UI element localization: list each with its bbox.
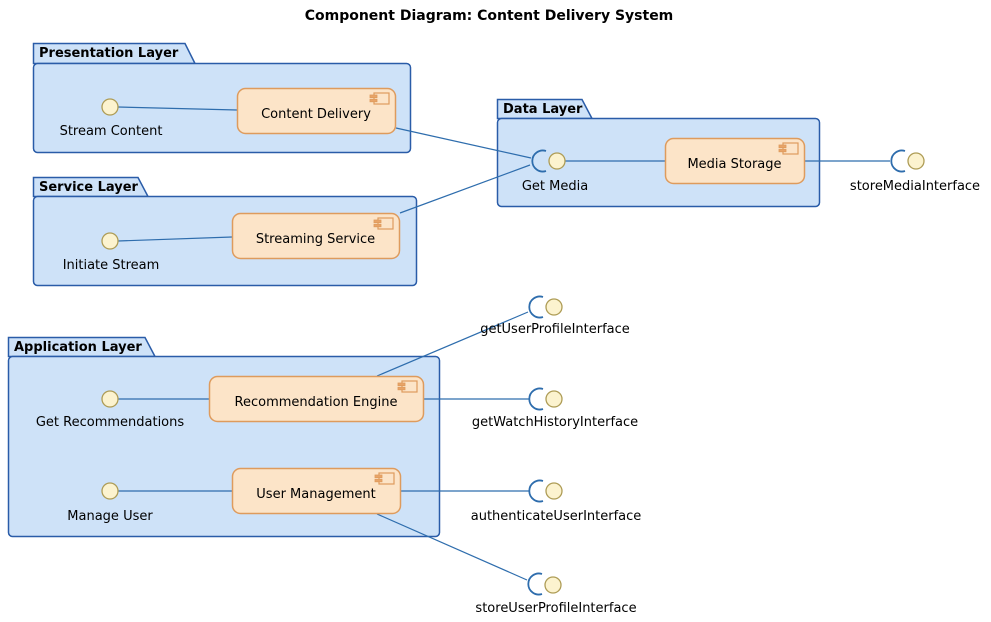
interface-label-get-watch-history: getWatchHistoryInterface <box>471 415 639 430</box>
interface-label-stream-content: Stream Content <box>59 124 163 139</box>
interface-label-initiate-stream: Initiate Stream <box>62 258 160 273</box>
component-label-recommendation-engine: Recommendation Engine <box>234 394 398 410</box>
package-label-presentation-layer: Presentation Layer <box>39 46 179 61</box>
component-icon <box>373 217 394 230</box>
component-box <box>664 137 806 185</box>
interface-label-store-user-profile: storeUserProfileInterface <box>475 601 637 616</box>
interface-get-user-profile-socket <box>528 295 563 319</box>
interface-get-watch-history-socket <box>528 387 563 411</box>
component-box <box>236 87 397 135</box>
interface-initiate-stream-circle <box>101 232 119 250</box>
component-icon <box>374 472 395 485</box>
component-user-management <box>231 467 402 515</box>
connector-stream-content-to-content-delivery <box>117 106 238 111</box>
interface-label-authenticate-user: authenticateUserInterface <box>470 509 642 524</box>
package-label-application-layer: Application Layer <box>14 340 142 355</box>
interface-store-media-socket <box>890 149 925 173</box>
component-streaming-service <box>231 212 401 260</box>
component-icon <box>778 142 799 155</box>
interface-get-recommendations-circle <box>101 390 119 408</box>
connector-initiate-stream-to-streaming-service <box>117 236 233 242</box>
interface-stream-content-circle <box>101 98 119 116</box>
component-media-storage <box>664 137 806 185</box>
interface-store-user-profile-socket <box>527 572 562 596</box>
connector-user-management-to-store-user-profile <box>376 513 528 581</box>
interface-label-get-user-profile: getUserProfileInterface <box>480 322 630 337</box>
component-label-user-management: User Management <box>256 486 376 502</box>
diagram-title: Component Diagram: Content Delivery Syst… <box>304 8 674 24</box>
interface-label-get-media: Get Media <box>521 179 589 194</box>
component-box <box>231 467 402 515</box>
component-label-media-storage: Media Storage <box>687 156 782 172</box>
component-icon <box>397 380 418 393</box>
component-box <box>208 375 425 423</box>
interface-label-get-recommendations: Get Recommendations <box>35 415 185 430</box>
interface-label-manage-user: Manage User <box>67 509 153 524</box>
component-icon <box>369 92 390 105</box>
component-content-delivery <box>236 87 397 135</box>
package-label-data-layer: Data Layer <box>503 102 583 117</box>
component-recommendation-engine <box>208 375 425 423</box>
component-label-streaming-service: Streaming Service <box>255 231 376 247</box>
connector-content-delivery-to-get-media <box>395 127 532 159</box>
connector-recommendation-engine-to-get-user-profile <box>376 311 529 377</box>
component-box <box>231 212 401 260</box>
interface-get-media-socket <box>531 149 566 173</box>
interface-authenticate-user-socket <box>528 479 563 503</box>
component-label-content-delivery: Content Delivery <box>261 106 371 122</box>
connector-streaming-service-to-get-media <box>399 164 531 214</box>
interface-label-store-media: storeMediaInterface <box>849 179 981 194</box>
package-label-service-layer: Service Layer <box>39 180 138 195</box>
interface-manage-user-circle <box>101 482 119 500</box>
